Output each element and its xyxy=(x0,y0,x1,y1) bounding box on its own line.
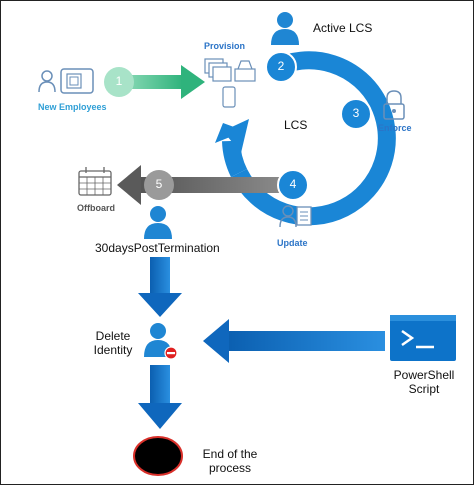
lcs-cycle-ring xyxy=(215,51,396,226)
delete-identity-line1: Delete xyxy=(95,329,131,343)
delete-identity-line2: Identity xyxy=(93,343,133,357)
update-label: Update xyxy=(277,238,308,248)
post-termination-person-icon xyxy=(144,206,172,239)
step-circle-3 xyxy=(340,98,372,130)
powershell-label: PowerShell Script xyxy=(389,368,459,396)
end-node xyxy=(133,436,183,476)
step-circle-5 xyxy=(144,170,174,200)
step-circle-4 xyxy=(277,169,309,201)
offboard-label: Offboard xyxy=(77,203,115,213)
left-arrow-powershell xyxy=(203,319,385,363)
active-lcs-label: Active LCS xyxy=(313,21,373,35)
provision-devices-icon xyxy=(204,58,256,108)
powershell-line1: PowerShell xyxy=(393,368,455,382)
post-termination-label: 30daysPostTermination xyxy=(95,241,220,255)
enforce-label: Enforce xyxy=(378,123,412,133)
down-arrow-bottom xyxy=(138,365,182,429)
id-card-icon xyxy=(60,68,94,94)
delete-identity-label: Delete Identity xyxy=(85,329,141,357)
step-number-4: 4 xyxy=(289,177,297,191)
step-number-1: 1 xyxy=(115,74,123,88)
down-arrow-top xyxy=(138,257,182,317)
gray-arrow xyxy=(117,165,283,205)
active-lcs-person-icon xyxy=(271,12,299,45)
end-line2: process xyxy=(208,461,252,475)
lock-icon xyxy=(383,90,405,120)
lcs-label: LCS xyxy=(284,118,308,132)
step-circle-1 xyxy=(104,67,134,97)
end-of-process-label: End of the process xyxy=(195,447,265,475)
new-employees-label: New Employees xyxy=(38,102,107,112)
powershell-line2: Script xyxy=(408,382,440,396)
powershell-terminal-icon xyxy=(390,315,456,361)
new-employee-person-icon xyxy=(38,70,56,93)
update-person-doc-icon xyxy=(279,205,312,228)
step-circle-2 xyxy=(265,51,297,83)
step-number-3: 3 xyxy=(352,106,360,120)
step-number-2: 2 xyxy=(277,59,285,73)
step-number-5: 5 xyxy=(155,177,163,191)
end-line1: End of the xyxy=(202,447,258,461)
calendar-icon xyxy=(78,167,112,196)
provision-label: Provision xyxy=(204,41,246,51)
delete-identity-person-icon xyxy=(144,323,178,360)
